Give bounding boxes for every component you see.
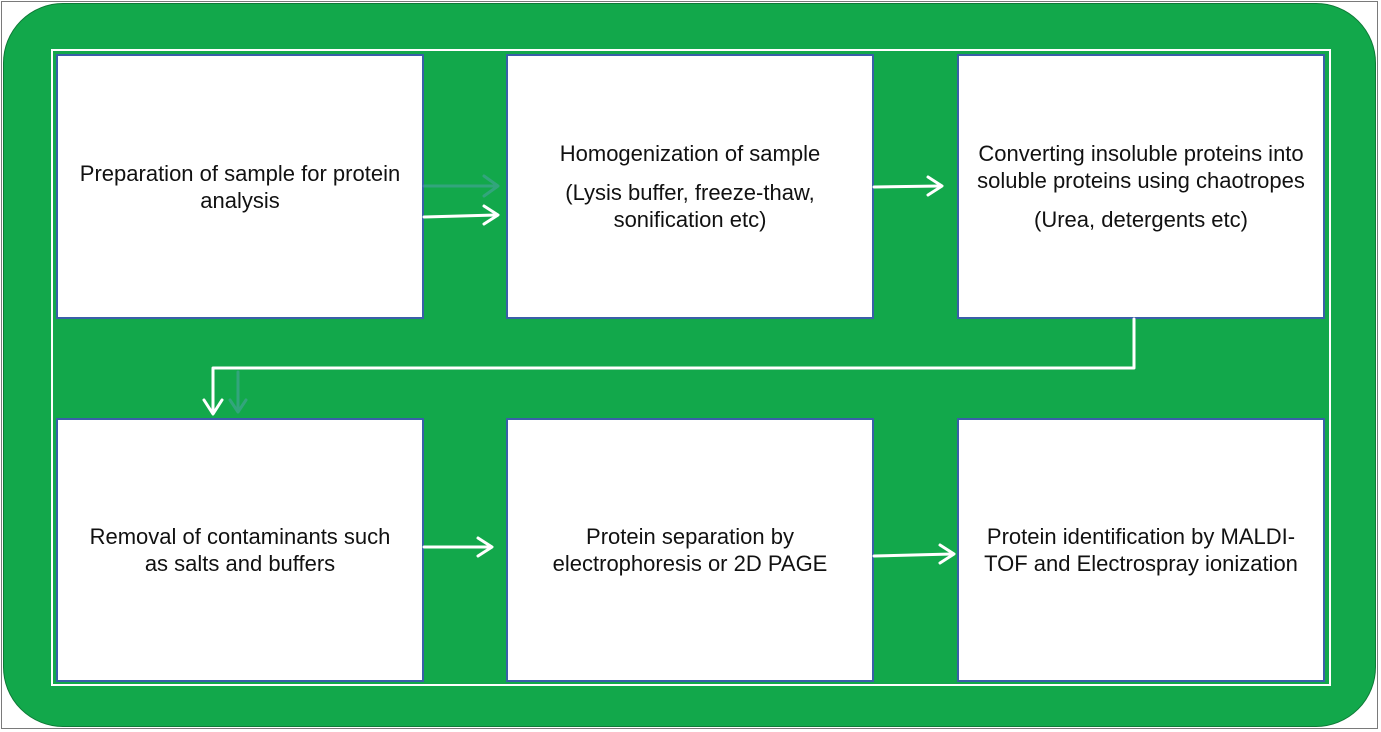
step-box-homogenization: Homogenization of sample (Lysis buffer, … bbox=[506, 54, 874, 319]
step-detail: (Lysis buffer, freeze-thaw, sonification… bbox=[565, 180, 815, 232]
step-label: Homogenization of sample bbox=[559, 141, 821, 166]
step-box-protein-identification: Protein identification by MALDI-TOF and … bbox=[957, 418, 1325, 682]
step-box-sample-preparation: Preparation of sample for protein analys… bbox=[56, 54, 424, 319]
step-detail: (Urea, detergents etc) bbox=[1034, 207, 1248, 232]
step-label: Protein identification by MALDI-TOF and … bbox=[984, 524, 1298, 576]
step-box-solubilization: Converting insoluble proteins into solub… bbox=[957, 54, 1325, 319]
step-box-contaminant-removal: Removal of contaminants such as salts an… bbox=[56, 418, 424, 682]
step-label: Converting insoluble proteins into solub… bbox=[977, 141, 1305, 193]
step-label: Preparation of sample for protein analys… bbox=[79, 160, 401, 213]
step-label: Removal of contaminants such as salts an… bbox=[89, 524, 391, 576]
step-label: Protein separation by electrophoresis or… bbox=[552, 524, 828, 576]
inner-border bbox=[51, 49, 1331, 686]
step-box-protein-separation: Protein separation by electrophoresis or… bbox=[506, 418, 874, 682]
